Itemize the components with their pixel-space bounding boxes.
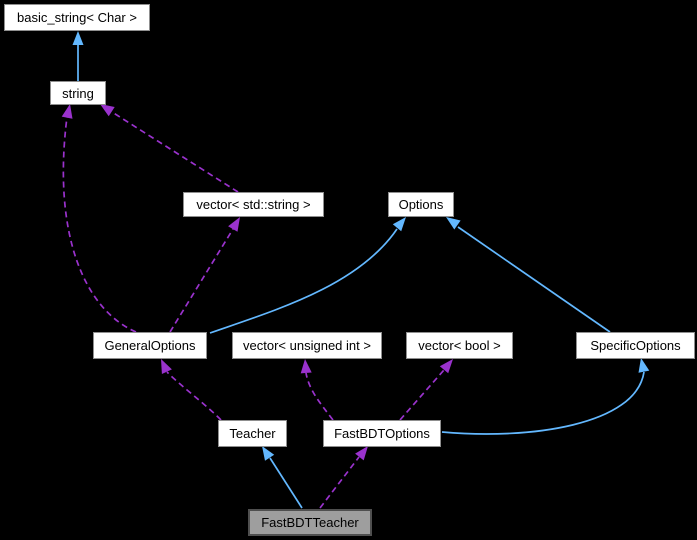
edge-vector-std-string-to-string bbox=[100, 104, 239, 193]
node-vector-std-string[interactable]: vector< std::string > bbox=[183, 192, 324, 217]
edge-fastbdt-options-to-specific-options bbox=[441, 358, 650, 435]
edge-fastbdt-options-to-vector-unsigned-int bbox=[300, 359, 334, 421]
edge-fastbdt-teacher-to-teacher bbox=[262, 446, 303, 509]
node-options[interactable]: Options bbox=[388, 192, 454, 217]
edge-teacher-to-general-options bbox=[161, 359, 222, 421]
node-vector-unsigned-int[interactable]: vector< unsigned int > bbox=[232, 332, 382, 359]
edge-general-options-to-vector-std-string bbox=[169, 217, 240, 333]
edge-general-options-to-string bbox=[61, 104, 137, 333]
node-vector-bool[interactable]: vector< bool > bbox=[406, 332, 513, 359]
node-general-options[interactable]: GeneralOptions bbox=[93, 332, 207, 359]
node-fastbdt-options[interactable]: FastBDTOptions bbox=[323, 420, 441, 447]
node-specific-options[interactable]: SpecificOptions bbox=[576, 332, 695, 359]
edge-specific-options-to-options bbox=[446, 217, 611, 333]
edge-fastbdt-options-to-vector-bool bbox=[399, 359, 453, 421]
node-string[interactable]: string bbox=[50, 81, 106, 105]
node-basic-string[interactable]: basic_string< Char > bbox=[4, 4, 150, 31]
edge-general-options-to-options bbox=[209, 217, 406, 334]
node-teacher[interactable]: Teacher bbox=[218, 420, 287, 447]
edge-fastbdt-teacher-to-fastbdt-options bbox=[319, 446, 368, 509]
edge-string-to-basic-string bbox=[72, 31, 84, 81]
node-fastbdt-teacher: FastBDTTeacher bbox=[248, 509, 372, 536]
